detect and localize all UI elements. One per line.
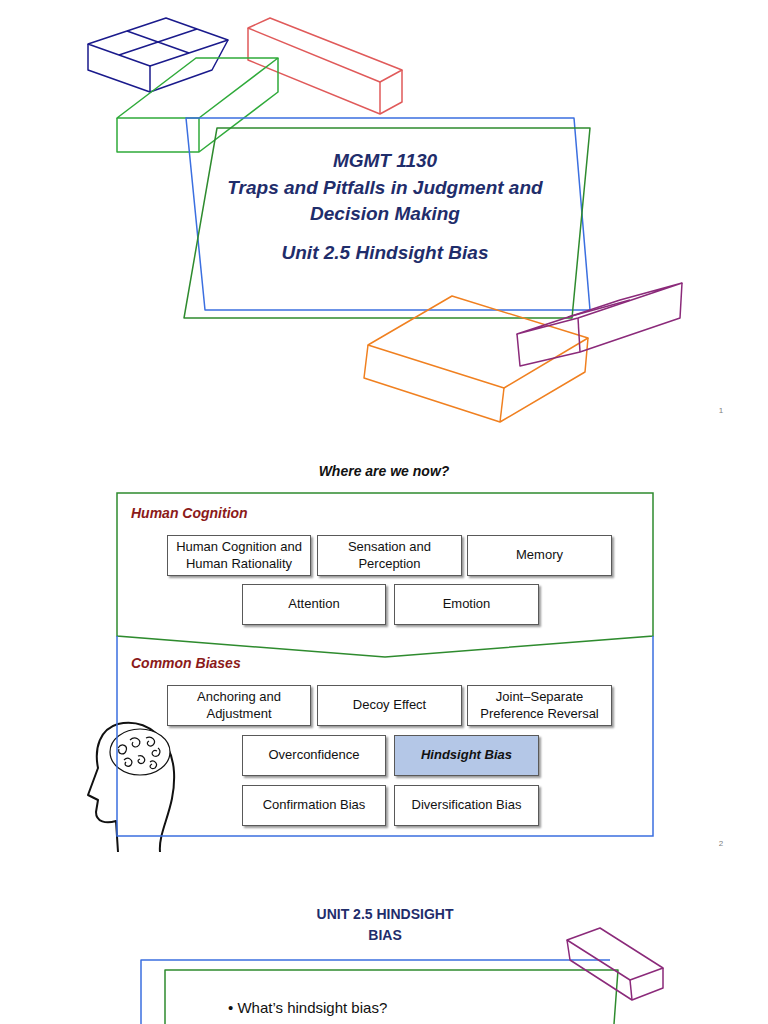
topic-box: Diversification Bias [394,785,539,826]
topic-label: Joint–Separate Preference Reversal [473,689,606,722]
topic-label: Emotion [443,596,491,612]
content-box: • What’s hindsight bias? [166,971,612,1024]
unit-title: Unit 2.5 Hindsight Bias [205,240,565,267]
topic-label: Decoy Effect [353,697,426,713]
title-frame [184,128,590,318]
head-icon [88,723,174,852]
page-number: 2 [714,839,728,848]
wireframe-box [88,18,228,92]
topic-box: Sensation and Perception [317,535,462,576]
section-heading: Human Cognition [131,505,248,521]
wireframe-box [567,928,663,1000]
section-panel: Common BiasesAnchoring and Adjustment Dec… [117,636,653,836]
topic-label: Memory [516,547,563,563]
topic-label: Human Cognition and Human Rationality [173,539,305,572]
topic-label: Hindsight Bias [421,747,512,763]
topic-box: Attention [242,584,386,625]
page-number: 1 [714,406,728,415]
topic-box: Joint–Separate Preference Reversal [467,685,612,726]
section-heading: Common Biases [131,655,241,671]
wireframe-box [248,18,402,114]
wireframe-box [517,283,682,366]
topic-label: Confirmation Bias [263,797,366,813]
topic-box: Overconfidence [242,735,386,776]
topic-box: Emotion [394,584,539,625]
course-code: MGMT 1130 [205,148,565,175]
slide-heading: UNIT 2.5 HINDSIGHT BIAS [307,904,463,946]
wireframe-box [117,58,278,152]
topic-label: Attention [288,596,339,612]
topic-label: Sensation and Perception [323,539,456,572]
wireframe-box [364,296,588,422]
topic-label: Diversification Bias [412,797,522,813]
topic-label: Anchoring and Adjustment [173,689,305,722]
slide-frame [141,960,618,1024]
bullet-point: • What’s hindsight bias? [228,999,387,1016]
topic-box: Memory [467,535,612,576]
slide-heading: Where are we now? [234,463,534,479]
course-title: Traps and Pitfalls in Judgment and Decis… [205,175,565,228]
topic-box: Human Cognition and Human Rationality [167,535,311,576]
topic-box: Confirmation Bias [242,785,386,826]
brain-icon [110,729,170,775]
title-frame [186,118,590,310]
current-topic-box: Hindsight Bias [394,735,539,776]
topic-label: Overconfidence [268,747,359,763]
topic-box: Decoy Effect [317,685,462,726]
section-panel: Human CognitionHuman Cognition and Human… [117,493,653,657]
topic-box: Anchoring and Adjustment [167,685,311,726]
title-block: MGMT 1130Traps and Pitfalls in Judgment … [205,148,565,298]
